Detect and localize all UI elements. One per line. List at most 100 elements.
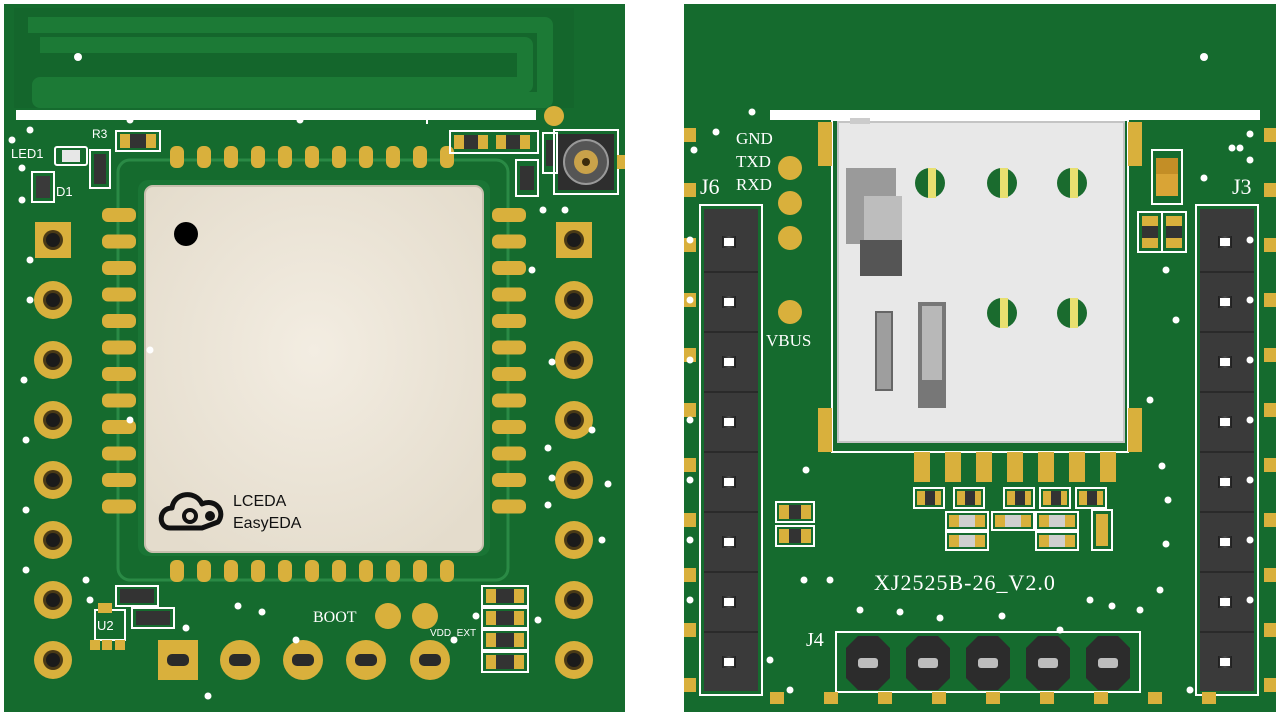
module-pad-bottom bbox=[332, 560, 346, 582]
back-via-top bbox=[1200, 53, 1208, 61]
castellated-pad bbox=[1264, 238, 1276, 252]
via bbox=[690, 146, 698, 154]
module-pad-right bbox=[492, 367, 526, 381]
module-logo-line1: LCEDA bbox=[233, 493, 287, 510]
passive-pad bbox=[949, 515, 959, 527]
castellated-pad bbox=[1264, 403, 1276, 417]
module-logo-line2: EasyEDA bbox=[233, 515, 302, 532]
card-slider bbox=[922, 306, 942, 380]
j4-pin bbox=[978, 658, 998, 668]
via bbox=[1246, 476, 1254, 484]
via bbox=[22, 566, 30, 574]
card-pin bbox=[945, 452, 961, 482]
via bbox=[802, 466, 810, 474]
antenna-silk-line bbox=[16, 110, 536, 120]
card-bottom-pins bbox=[914, 452, 1116, 482]
passive-pad bbox=[957, 491, 965, 505]
via bbox=[292, 636, 300, 644]
front-board: LCEDA EasyEDA LED1 D1 R3 bbox=[4, 4, 625, 712]
stack-body bbox=[496, 655, 514, 669]
castellated-pad bbox=[684, 183, 696, 197]
castellated-pad bbox=[1264, 128, 1276, 142]
boot-label: BOOT bbox=[313, 609, 357, 626]
boot-pad-1 bbox=[375, 603, 401, 629]
card-holder-tab-br bbox=[1128, 408, 1142, 452]
board-name-label: XJ2525B-26_V2.0 bbox=[874, 570, 1056, 595]
via bbox=[1228, 144, 1236, 152]
card-contact-holes bbox=[915, 168, 1087, 328]
module-pad-left bbox=[102, 367, 136, 381]
top-right-res-footprint bbox=[449, 130, 539, 154]
edge-pad-drill bbox=[46, 533, 60, 547]
stack-body bbox=[496, 589, 514, 603]
via bbox=[1246, 130, 1254, 138]
module-pad-bottom bbox=[440, 560, 454, 582]
passive-body bbox=[925, 491, 935, 505]
passive-footprint bbox=[775, 501, 815, 523]
header-pin-tip bbox=[1220, 358, 1230, 366]
castellated-pad bbox=[1264, 183, 1276, 197]
edge-pad-drill bbox=[46, 293, 60, 307]
module-pad-left bbox=[102, 208, 136, 222]
module-pad-right bbox=[492, 287, 526, 302]
via bbox=[204, 692, 212, 700]
via bbox=[686, 536, 694, 544]
u2-pad-mid bbox=[102, 640, 112, 650]
passive-pad bbox=[1021, 515, 1031, 527]
via bbox=[766, 656, 774, 664]
via bbox=[712, 128, 720, 136]
j6-housing bbox=[704, 209, 758, 691]
card-holder-tab-tr bbox=[1128, 122, 1142, 166]
via bbox=[588, 426, 596, 434]
j3-pins bbox=[1200, 236, 1254, 668]
right-res-b-footprint bbox=[1161, 211, 1187, 253]
via bbox=[1246, 236, 1254, 244]
small-cap-body bbox=[520, 166, 534, 190]
passive-footprint bbox=[1003, 487, 1035, 509]
via bbox=[146, 346, 154, 354]
castellated-pad bbox=[1264, 678, 1276, 692]
passive-pad bbox=[1039, 515, 1049, 527]
passive-footprint bbox=[953, 487, 985, 509]
via bbox=[1246, 596, 1254, 604]
via bbox=[1246, 156, 1254, 164]
via bbox=[472, 612, 480, 620]
module-pad-left bbox=[102, 393, 136, 408]
stack-footprint bbox=[481, 585, 529, 607]
castellated-pad bbox=[1264, 348, 1276, 362]
front-bottom-header-pads bbox=[158, 640, 450, 680]
header-pin-tip bbox=[724, 298, 734, 306]
passive-body bbox=[959, 515, 975, 527]
front-vias bbox=[8, 116, 612, 700]
via bbox=[1236, 144, 1244, 152]
edge-pad-drill bbox=[567, 653, 581, 667]
module-pad-right bbox=[492, 340, 526, 355]
r3-footprint bbox=[115, 130, 161, 152]
bottom-pad-pin bbox=[292, 654, 314, 666]
via bbox=[86, 596, 94, 604]
r3-pad-left bbox=[120, 134, 130, 148]
bottom-edge-pad bbox=[770, 692, 784, 704]
via bbox=[1158, 462, 1166, 470]
stack-pad-left bbox=[486, 589, 496, 603]
via bbox=[18, 196, 26, 204]
edge-pad-drill bbox=[567, 473, 581, 487]
bottom-pad-pin bbox=[419, 654, 441, 666]
passive-pad bbox=[975, 535, 985, 547]
bottom-edge-pad bbox=[1094, 692, 1108, 704]
card-pin bbox=[1007, 452, 1023, 482]
antenna-silk-tick bbox=[426, 116, 428, 124]
via bbox=[856, 606, 864, 614]
module-pad-left bbox=[102, 234, 136, 249]
passive-footprint bbox=[913, 487, 945, 509]
via bbox=[686, 476, 694, 484]
module-pad-right bbox=[492, 234, 526, 249]
header-pin-tip bbox=[1220, 658, 1230, 666]
pin1-marker bbox=[174, 222, 198, 246]
via bbox=[26, 296, 34, 304]
stack-pad-right bbox=[514, 655, 524, 669]
passive-body bbox=[789, 529, 801, 543]
passive-footprint bbox=[945, 511, 989, 531]
header-pin-tip bbox=[1220, 538, 1230, 546]
card-switch-slot bbox=[875, 311, 893, 391]
